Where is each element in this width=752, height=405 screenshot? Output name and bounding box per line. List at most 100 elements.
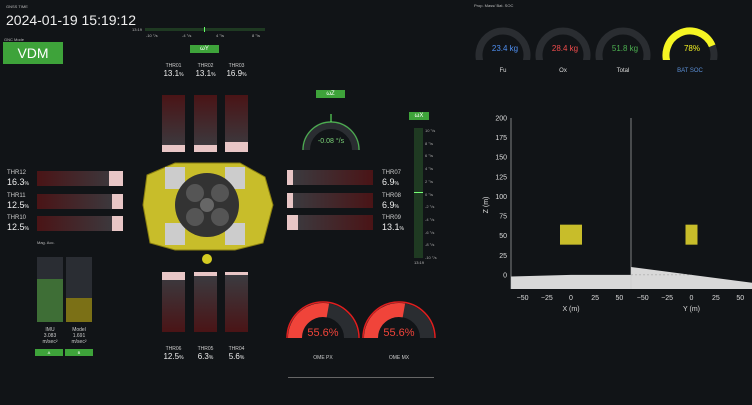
model-unit: m/sec² [71, 339, 87, 345]
ome-value: 55.6% [383, 327, 415, 339]
thruster-value-number: 6.9 [382, 177, 395, 187]
x-tick-label: 0 [569, 295, 573, 302]
omega-z-value: -0.08 °/s [317, 138, 345, 145]
x-tick-label: −50 [637, 295, 649, 302]
button-b[interactable]: B [65, 349, 93, 356]
thruster-value-number: 13.1 [163, 69, 180, 78]
prop-value: 28.4 kg [551, 44, 579, 53]
omega-x-bar [414, 128, 423, 258]
lander-marker [685, 224, 698, 245]
x-tick-label: −25 [541, 295, 553, 302]
thruster-bar-right [287, 215, 373, 230]
thruster-bar-left [37, 171, 123, 186]
ome-value: 55.6% [307, 327, 339, 339]
omega-y-tick: 4 °/s [216, 33, 225, 38]
thruster-label: THR01 [165, 63, 182, 69]
omega-x-tick: 10 °/s [425, 128, 436, 133]
y-tick-label: 0 [503, 272, 507, 279]
prop-label: Ox [559, 68, 567, 74]
thruster-label: THR05 [197, 346, 214, 352]
x-axis-label: Y (m) [683, 306, 700, 313]
omega-y-time: 13:19 [132, 27, 143, 32]
gnc-mode-label: GNC Mode [4, 37, 25, 42]
thruster-bar-right [287, 170, 373, 185]
x-tick-label: 25 [712, 295, 720, 302]
omega-x-tick: -8 °/s [425, 242, 435, 248]
thruster-label: THR03 [228, 63, 245, 69]
thruster-value: 6.9% [382, 177, 399, 187]
thruster-value: 12.5% [7, 200, 29, 210]
thruster-unit: % [208, 355, 214, 361]
thruster-label: THR10 [7, 215, 27, 221]
omega-x-tick: -10 °/s [425, 255, 437, 260]
x-tick-label: 50 [736, 295, 744, 302]
gnc-mode-badge: VDM [3, 42, 63, 64]
omega-x-tick: 4 °/s [425, 166, 434, 172]
thruster-value: 16.3% [7, 177, 29, 187]
imu-unit: m/sec² [42, 339, 58, 345]
thruster-unit: % [179, 355, 184, 361]
thruster-bar-top [162, 95, 185, 152]
omega-x-tick: 0 °/s [425, 191, 434, 197]
prop-label: Total [616, 68, 630, 74]
thruster-value-number: 12.5 [7, 200, 25, 210]
thruster-bar-bottom [162, 272, 185, 332]
thruster-value: 16.9% [221, 69, 252, 78]
y-tick-label: 175 [495, 135, 507, 142]
thruster-label: THR06 [165, 346, 182, 352]
thruster-bar-top [225, 95, 248, 152]
imu-value: 3.083 [43, 333, 57, 339]
thruster-label: THR12 [7, 170, 27, 176]
thruster-bar-top [194, 95, 217, 152]
mag-acc-label: Mag. Acc. [37, 240, 55, 245]
model-label: Model [72, 327, 86, 333]
thruster-value: 12.5% [158, 352, 189, 361]
omega-z-label: ωZ [316, 90, 345, 98]
thruster-value: 12.5% [7, 222, 29, 232]
thruster-value-number: 6.9 [382, 200, 395, 210]
thruster-value: 6.3% [190, 352, 221, 361]
thruster-value: 6.9% [382, 200, 399, 210]
thruster-value-number: 5.6 [228, 352, 240, 361]
x-tick-label: −50 [517, 295, 529, 302]
omega-x-tick: 2 °/s [425, 178, 434, 184]
model-value: 1.691 [72, 333, 86, 339]
thruster-label: THR04 [228, 346, 245, 352]
thruster-unit: % [394, 204, 399, 210]
prop-gauge [535, 27, 591, 60]
terrain-area [511, 274, 631, 289]
thruster-value: 13.1% [190, 69, 221, 78]
thruster-value-number: 6.3 [197, 352, 209, 361]
model-acc-bar [66, 257, 92, 322]
omega-y-tick: -10 °/s [146, 33, 158, 38]
omega-x-tick: 8 °/s [425, 140, 434, 146]
thruster-bar-bottom [225, 272, 248, 332]
thruster-value: 13.1% [382, 222, 404, 232]
prop-value: 51.8 kg [611, 44, 639, 53]
thruster-label: THR08 [382, 193, 402, 199]
omega-y-bar [145, 27, 265, 32]
x-tick-label: 50 [615, 295, 623, 302]
thruster-unit: % [24, 181, 29, 187]
thruster-unit: % [239, 355, 245, 361]
omega-x-tick: -6 °/s [425, 229, 435, 235]
y-tick-label: 75 [499, 214, 507, 221]
ome-label: OME PX [313, 355, 333, 361]
y-axis-label: Z (m) [483, 197, 490, 214]
prop-gauge [475, 27, 531, 60]
button-a[interactable]: A [35, 349, 63, 356]
ome-label: OME MX [388, 355, 410, 361]
omega-y-tick: -4 °/s [182, 33, 192, 38]
imu-acc-bar [37, 257, 63, 322]
thruster-unit: % [399, 226, 404, 232]
y-tick-label: 150 [495, 155, 507, 162]
thruster-value-number: 13.1 [382, 222, 400, 232]
omega-x-time: 13:19 [414, 260, 425, 265]
ome-gauge [286, 301, 360, 339]
gnss-time-label: GNSS TIME [6, 4, 28, 9]
thruster-unit: % [24, 226, 29, 232]
thruster-bar-left [37, 216, 123, 231]
thruster-value-number: 16.9 [226, 69, 243, 78]
omega-y-tick: 8 °/s [252, 33, 261, 38]
